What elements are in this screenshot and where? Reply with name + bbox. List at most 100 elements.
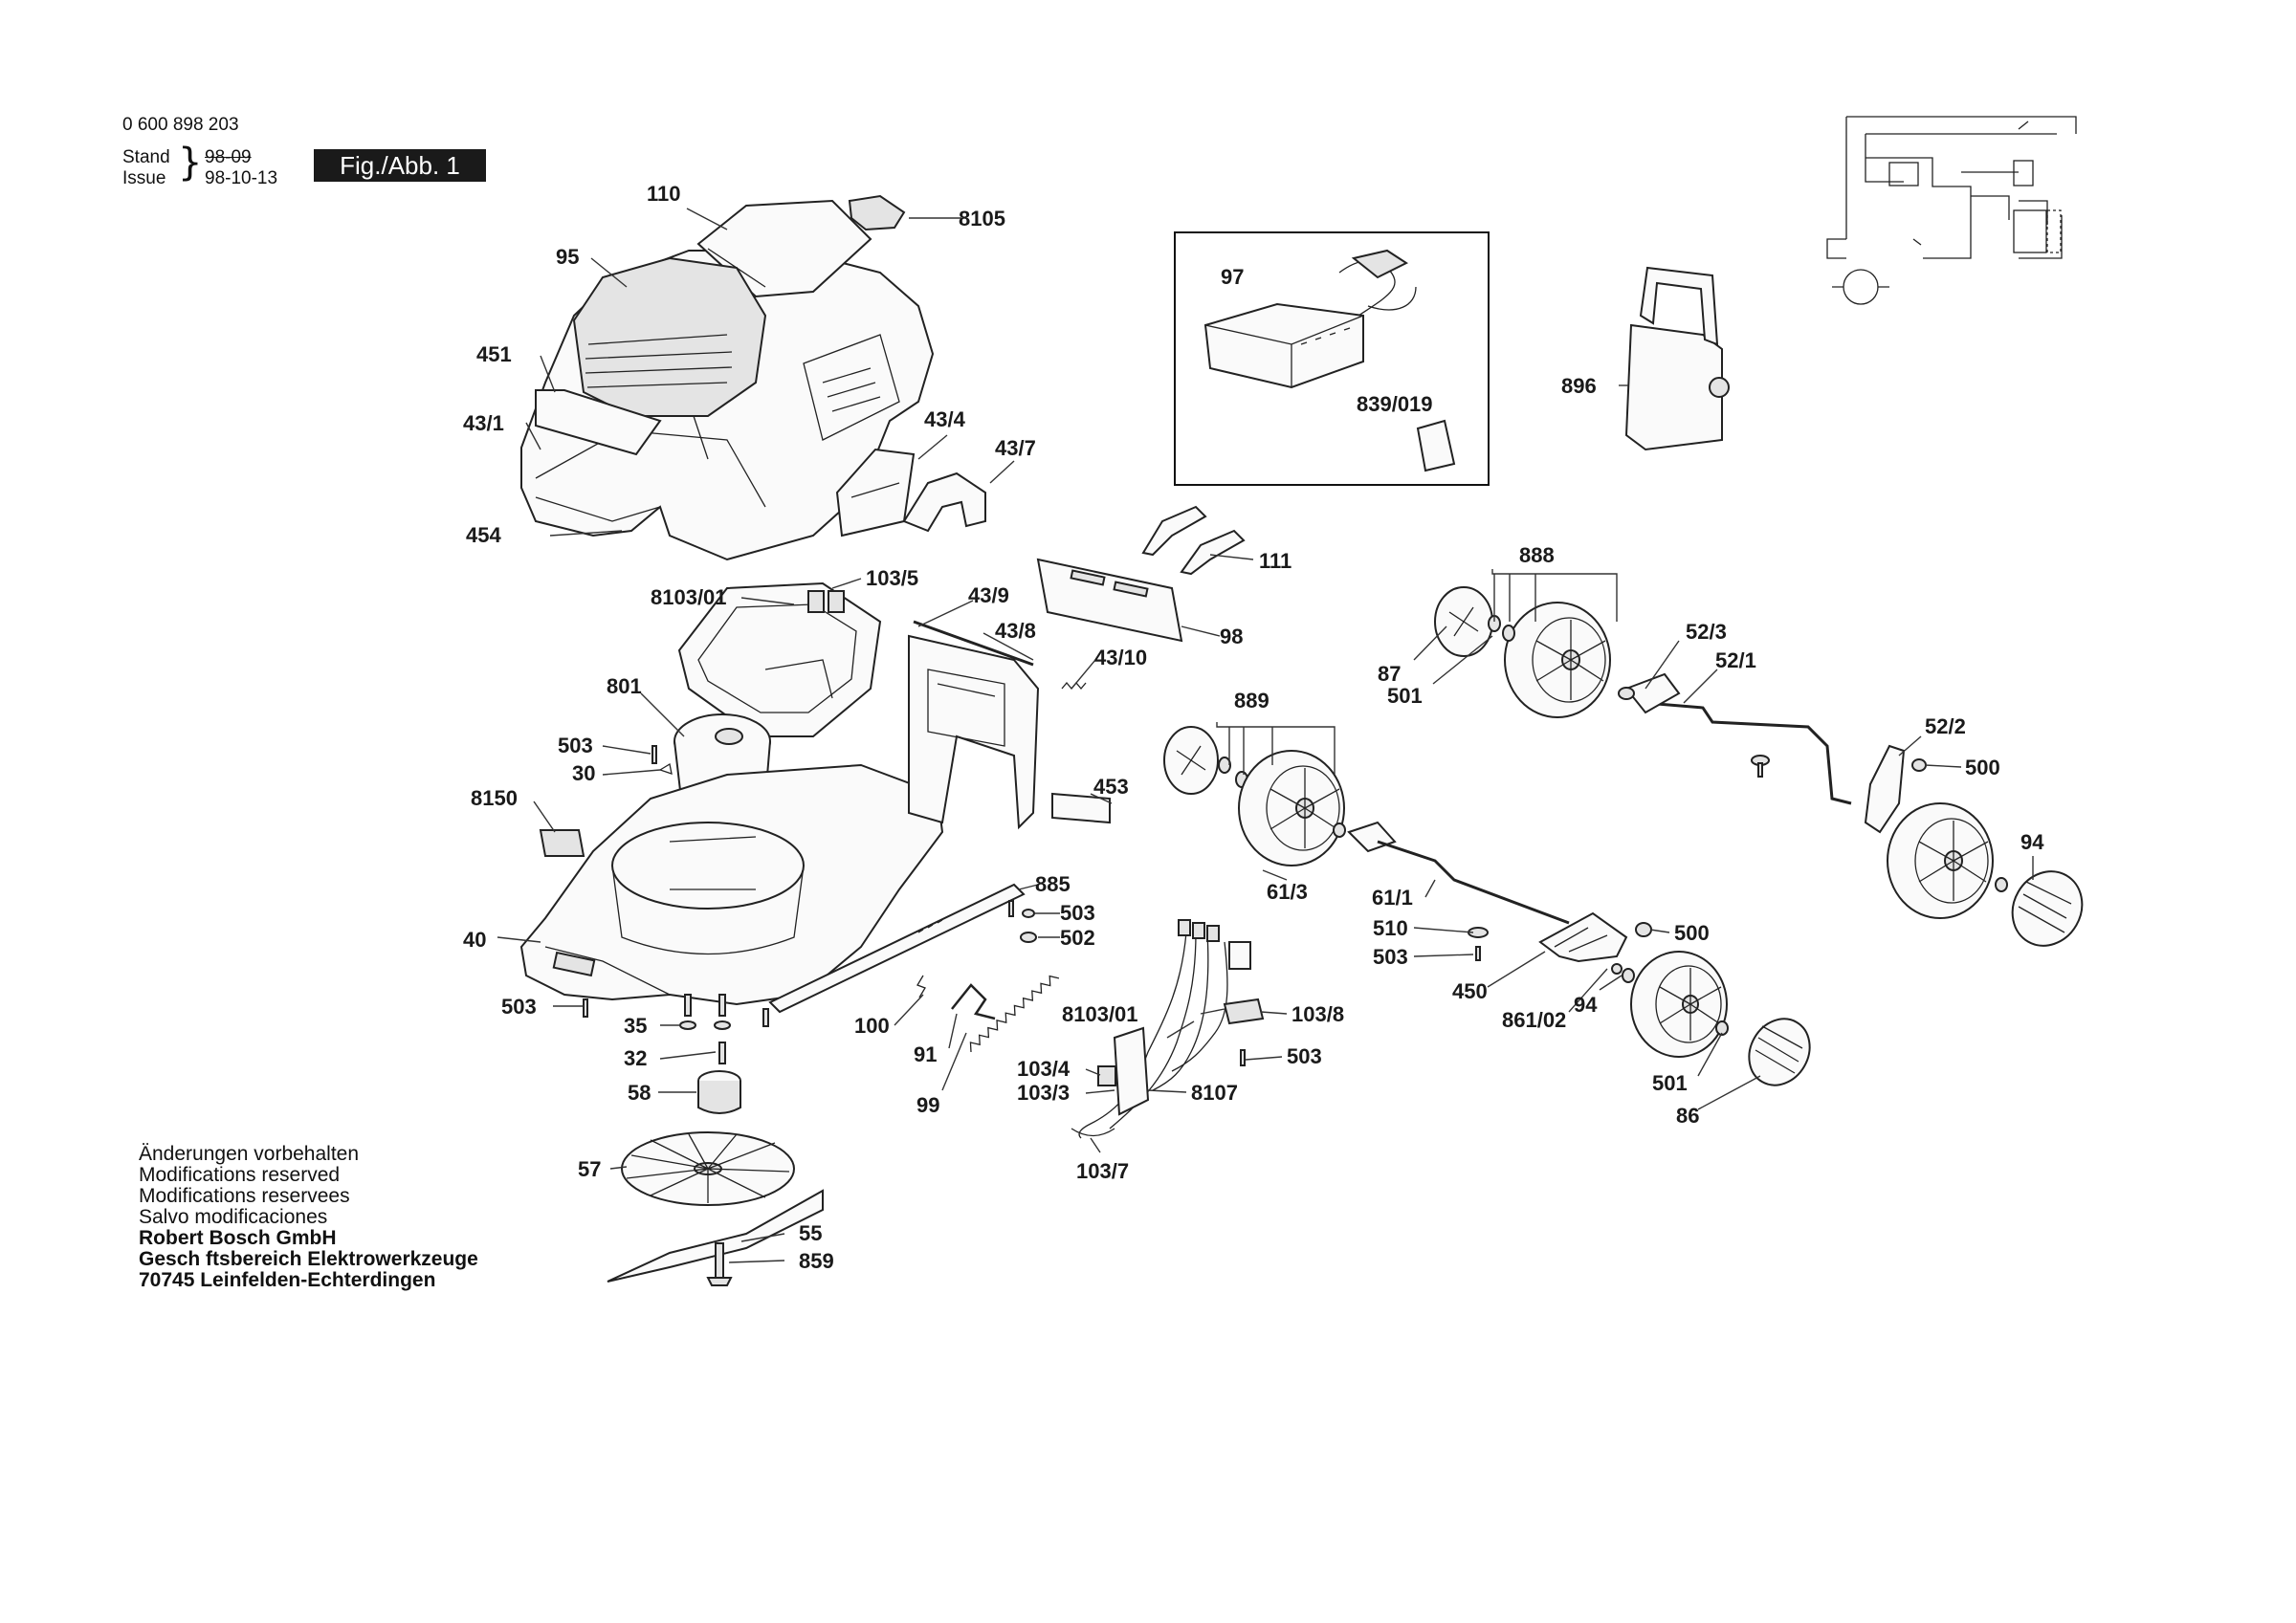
grass-box-frame-43-8 [908, 634, 1040, 830]
callout-labels: 110 8105 95 451 43/1 43/4 43/7 454 8103/… [463, 182, 2044, 1273]
wheel-889 [1238, 750, 1345, 866]
brackets-111 [1141, 505, 1246, 576]
label-43-10: 43/10 [1094, 646, 1147, 669]
label-86: 86 [1676, 1104, 1699, 1128]
footer-address: 70745 Leinfelden-Echterdingen [139, 1269, 436, 1291]
label-43-9: 43/9 [968, 583, 1009, 607]
label-500-rear: 500 [1965, 756, 2000, 779]
label-8150 [539, 829, 585, 857]
label-103-3: 103/3 [1017, 1081, 1070, 1105]
label-8103-01-wiring: 8103/01 [1062, 1002, 1138, 1026]
label-43-1: 43/1 [463, 411, 504, 435]
circuit-schematic [1826, 116, 2077, 305]
mower-deck-40 [519, 763, 944, 1006]
label-87: 87 [1378, 662, 1401, 686]
label-plate-451 [535, 389, 662, 456]
lever-43-7 [902, 472, 986, 533]
header-brace: } [178, 141, 203, 185]
label-55: 55 [799, 1221, 822, 1245]
label-91: 91 [914, 1042, 937, 1066]
rod-43-9 [913, 620, 1034, 667]
label-40: 40 [463, 928, 486, 952]
label-501-front: 501 [1652, 1071, 1688, 1095]
label-52-2: 52/2 [1925, 714, 1966, 738]
label-8150: 8150 [471, 786, 518, 810]
label-98: 98 [1220, 625, 1243, 648]
label-43-7: 43/7 [995, 436, 1036, 460]
stand-label: Stand [122, 147, 170, 167]
label-61-1: 61/1 [1372, 886, 1413, 910]
label-896: 896 [1561, 374, 1597, 398]
label-8107: 8107 [1191, 1081, 1238, 1105]
fan-57 [621, 1131, 795, 1206]
issue-label: Issue [122, 168, 166, 188]
label-453: 453 [1093, 775, 1129, 799]
switch-housing [677, 581, 882, 737]
label-52-3: 52/3 [1686, 620, 1727, 644]
bracket-450 [1468, 911, 1652, 975]
label-8105: 8105 [959, 207, 1005, 230]
hubcap-889-left [1163, 726, 1219, 795]
hubcap-94-rear [1995, 870, 2084, 947]
label-103-5: 103/5 [866, 566, 918, 590]
charger-97 [1203, 249, 1417, 389]
label-103-7: 103/7 [1076, 1159, 1129, 1183]
label-32: 32 [624, 1046, 647, 1070]
adapter-839-019 [1416, 419, 1456, 472]
label-501-rear: 501 [1387, 684, 1423, 708]
footer-line-es: Salvo modificaciones [139, 1206, 328, 1228]
label-95: 95 [556, 245, 579, 269]
label-111: 111 [1259, 549, 1292, 573]
catch-43-4 [835, 448, 916, 537]
label-97: 97 [1221, 265, 1244, 289]
wheel-front-right [1622, 951, 1728, 1058]
screw-503-30 [651, 745, 673, 775]
hubcap-87 [1434, 586, 1493, 657]
hardware-503-502 [1008, 900, 1037, 943]
label-510: 510 [1373, 916, 1408, 940]
footer-line-fr: Modifications reservees [139, 1185, 350, 1207]
wire-clip-100-91 [916, 975, 996, 1020]
spring-99 [969, 975, 1060, 1053]
label-839-019: 839/019 [1357, 392, 1433, 416]
wiring-harness [1071, 919, 1265, 1139]
label-859: 859 [799, 1249, 834, 1273]
label-103-8: 103/8 [1292, 1002, 1344, 1026]
label-8103-01-housing: 8103/01 [651, 585, 727, 609]
label-99: 99 [916, 1093, 939, 1117]
footer-line-de: Änderungen vorbehalten [139, 1143, 360, 1165]
label-503-deck: 503 [501, 995, 537, 1019]
stand-value: 98-09 [205, 147, 252, 167]
label-503-rail: 503 [1060, 901, 1095, 925]
figure-badge: Fig./Abb. 1 [314, 149, 486, 182]
label-453 [1051, 792, 1111, 824]
spacer-58 [697, 1070, 741, 1114]
label-58: 58 [628, 1081, 651, 1105]
label-100: 100 [854, 1014, 890, 1038]
label-503-front: 503 [1373, 945, 1408, 969]
footer-notes: Änderungen vorbehalten Modifications res… [139, 1144, 478, 1291]
label-888: 888 [1519, 543, 1555, 567]
label-94-front: 94 [1574, 993, 1598, 1017]
label-503-wiring: 503 [1287, 1044, 1322, 1068]
label-57: 57 [578, 1157, 601, 1181]
handle-block-95 [572, 256, 767, 417]
screws-35-32 [583, 994, 769, 1064]
bolt-859 [706, 1242, 733, 1286]
label-110: 110 [647, 182, 681, 206]
part-number: 0 600 898 203 [122, 115, 239, 135]
label-801: 801 [607, 674, 642, 698]
label-30: 30 [572, 761, 595, 785]
label-889: 889 [1234, 689, 1269, 713]
washers-888-501 [1488, 615, 1515, 642]
label-503-motor: 503 [558, 734, 593, 757]
issue-value: 98-10-13 [205, 168, 278, 188]
wheel-888-rear-left [1504, 602, 1611, 718]
label-103-4: 103/4 [1017, 1057, 1071, 1081]
clip-8105 [848, 194, 906, 231]
label-52-1: 52/1 [1715, 648, 1756, 672]
wheel-rear-right [1887, 802, 1994, 919]
label-61-3: 61/3 [1267, 880, 1308, 904]
